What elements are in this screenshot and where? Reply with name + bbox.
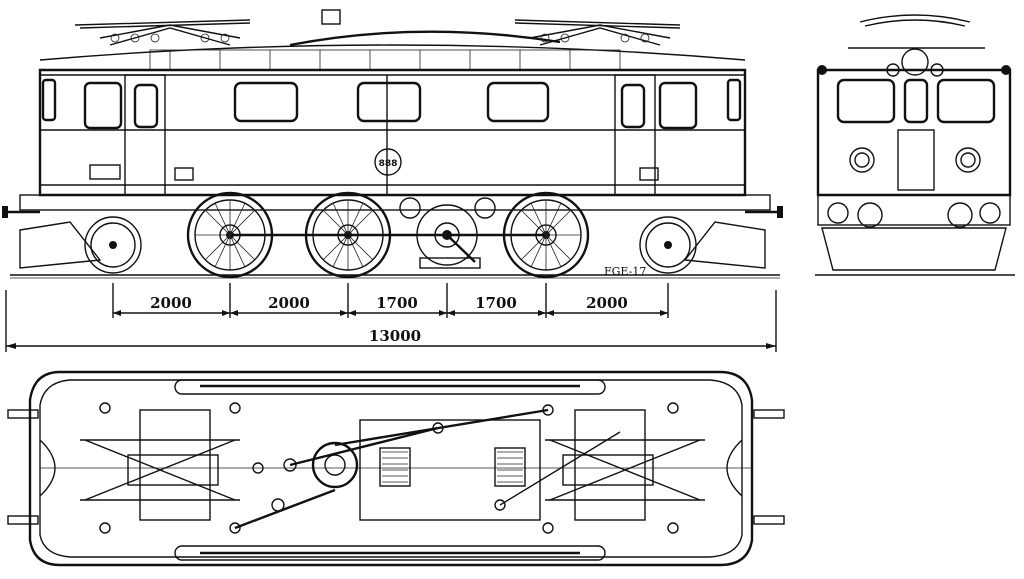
door-left bbox=[124, 74, 166, 196]
pantograph-plan-right bbox=[545, 409, 705, 521]
front-plough bbox=[821, 227, 1007, 271]
spacing-label: 1700 bbox=[376, 294, 418, 312]
spacing-label: 2000 bbox=[150, 294, 192, 312]
plan-view bbox=[7, 370, 785, 567]
side-elevation: 888 bbox=[2, 9, 783, 279]
spacing-label: 2000 bbox=[586, 294, 628, 312]
carrying-wheel-left bbox=[84, 216, 142, 274]
side-body bbox=[38, 68, 747, 197]
pantograph-plan-left bbox=[80, 409, 240, 521]
carrying-wheel-right bbox=[639, 216, 697, 274]
front-elevation bbox=[815, 14, 1015, 276]
front-body bbox=[816, 68, 1012, 197]
number-plate: 888 bbox=[379, 159, 398, 169]
dimension-lines: 2000 2000 1700 1700 2000 13000 bbox=[5, 283, 777, 352]
model-code: FGE-17 bbox=[604, 265, 646, 278]
spacing-label: 2000 bbox=[268, 294, 310, 312]
spacing-label: 1700 bbox=[475, 294, 517, 312]
overall-length-label: 13000 bbox=[369, 327, 421, 345]
roof-outline bbox=[28, 370, 754, 567]
snow-plough-left bbox=[19, 221, 102, 269]
snow-plough-right bbox=[683, 221, 766, 269]
pantograph-right bbox=[514, 19, 681, 46]
pantograph-left bbox=[74, 19, 251, 46]
jackshaft bbox=[399, 197, 496, 266]
roof-insulator bbox=[321, 9, 341, 25]
